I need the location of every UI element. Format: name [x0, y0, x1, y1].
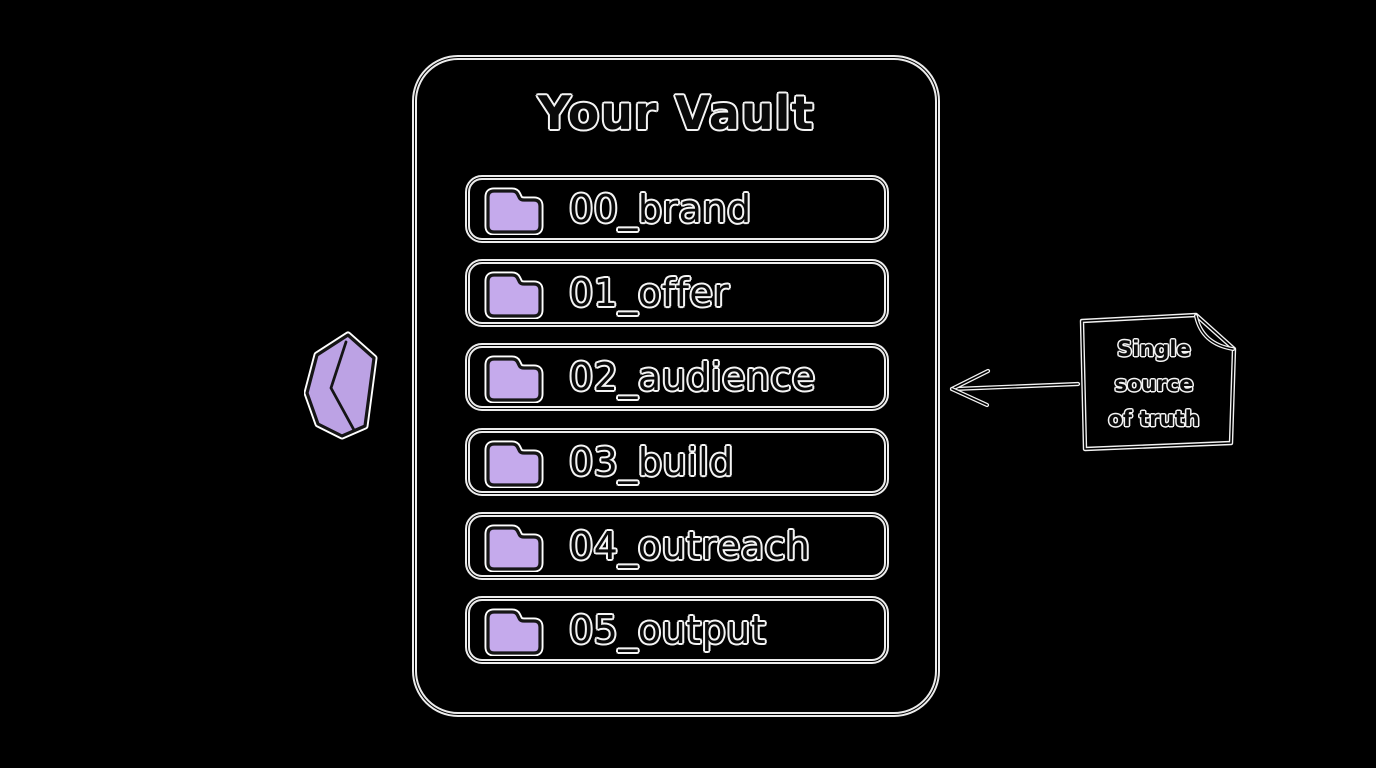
folder-icon: [484, 271, 544, 319]
vault-panel: Your Vault 00_brand 01_offer 02_audience: [412, 55, 940, 717]
vault-title: Your Vault: [537, 86, 815, 140]
note-line: of truth: [1108, 407, 1200, 431]
arrow-left-icon: [944, 362, 1088, 414]
folder-label: 05_output: [569, 608, 767, 652]
folder-icon: [484, 524, 544, 572]
note-text: Single source of truth: [1074, 332, 1234, 437]
folder-label: 02_audience: [569, 355, 816, 399]
gem-icon: [304, 331, 380, 441]
folder-label: 03_build: [569, 440, 734, 484]
folder-label: 04_outreach: [569, 524, 811, 568]
note-line: Single: [1117, 337, 1191, 361]
folder-icon: [484, 440, 544, 488]
folder-row-03-build: 03_build: [465, 428, 889, 496]
folder-icon: [484, 355, 544, 403]
folder-icon: [484, 187, 544, 235]
folder-row-05-output: 05_output: [465, 596, 889, 664]
folder-icon: [484, 608, 544, 656]
note-line: source: [1114, 372, 1194, 396]
folder-row-02-audience: 02_audience: [465, 343, 889, 411]
note-icon: Single source of truth: [1074, 308, 1244, 460]
folder-row-01-offer: 01_offer: [465, 259, 889, 327]
folder-row-00-brand: 00_brand: [465, 175, 889, 243]
folder-row-04-outreach: 04_outreach: [465, 512, 889, 580]
folder-label: 00_brand: [569, 187, 752, 231]
folder-label: 01_offer: [569, 271, 730, 315]
